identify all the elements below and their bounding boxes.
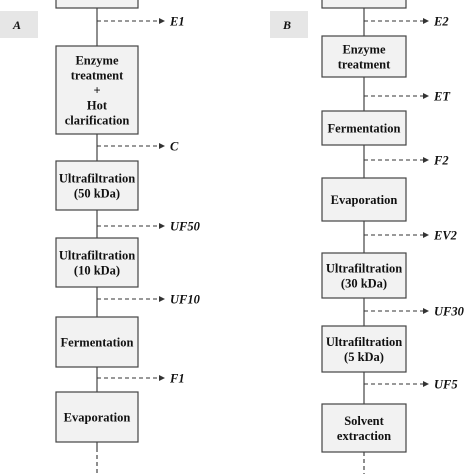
panel-a-label: A [12,18,21,32]
step-box [321,252,407,299]
flow-b: EnzymetreatmentFermentationEvaporationUl… [321,0,465,474]
sample-label: E2 [433,15,449,29]
sample-label: ET [433,90,451,104]
sample-label: UF30 [434,305,465,319]
step-box [55,160,139,211]
step-box [321,177,407,222]
step-label: extraction [337,429,391,443]
sample-label: E1 [169,15,185,29]
step-label: Ultrafiltration [59,172,135,186]
step-box [321,35,407,78]
step-box [55,237,139,288]
step-label: Fermentation [328,122,401,136]
sample-label: EV2 [433,229,457,243]
panel-b-tab [270,11,308,38]
sample-label: F2 [433,154,449,168]
step-label: + [93,84,100,98]
step-label: Fermentation [61,336,134,350]
step-box-clipped [321,0,407,9]
sample-label: UF5 [434,378,458,392]
step-label: Ultrafiltration [59,249,135,263]
step-box [55,316,139,368]
step-label: (10 kDa) [74,264,120,278]
sample-label: C [170,140,179,154]
step-label: Ultrafiltration [326,335,402,349]
step-label: (50 kDa) [74,187,120,201]
step-box [321,110,407,146]
panel-b-label: B [282,18,291,32]
sample-label: F1 [169,372,185,386]
step-box [321,403,407,453]
step-label: Evaporation [64,411,131,425]
step-label: treatment [338,58,391,72]
step-label: Evaporation [331,193,398,207]
step-box [321,325,407,373]
step-label: treatment [71,69,124,83]
step-label: Enzyme [342,43,386,57]
step-label: clarification [65,114,130,128]
sample-label: UF10 [170,293,201,307]
step-box-clipped [55,0,139,9]
flow-a: Enzymetreatment+HotclarificationUltrafil… [55,0,201,474]
step-label: Enzyme [75,54,119,68]
panel-a-tab [0,11,38,38]
step-label: Solvent [344,414,384,428]
step-box [55,391,139,443]
step-box [55,45,139,135]
step-label: (5 kDa) [344,350,384,364]
sample-label: UF50 [170,220,201,234]
step-label: Hot [87,99,108,113]
step-label: (30 kDa) [341,277,387,291]
step-label: Ultrafiltration [326,262,402,276]
